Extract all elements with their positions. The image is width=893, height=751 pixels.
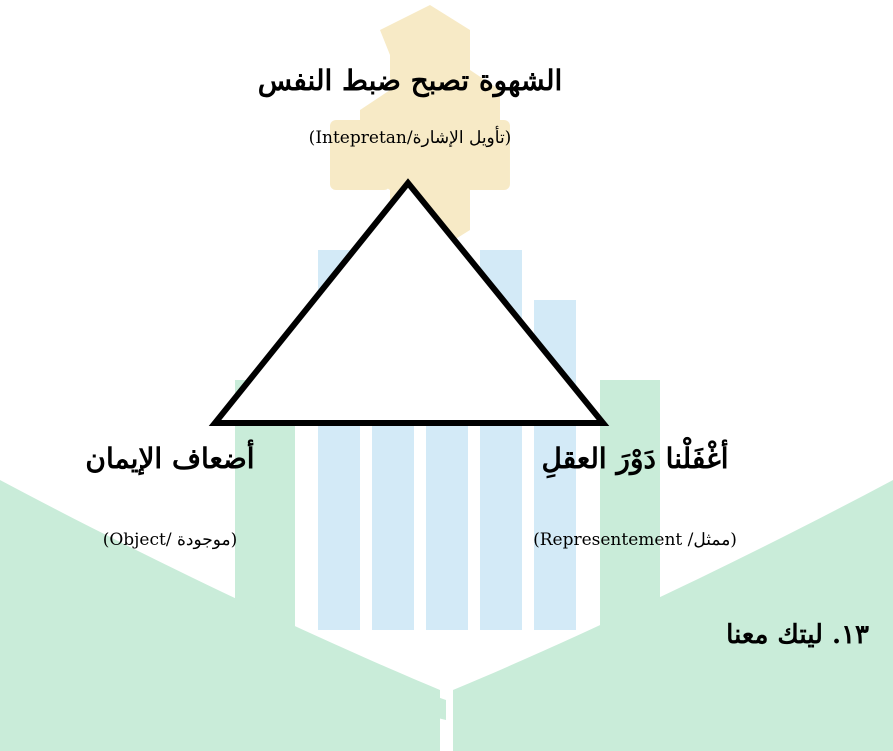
watermark-gold-ornament	[330, 5, 510, 255]
representamen-title: أغْفَلْنا دَوْرَ العقلِ	[541, 442, 729, 475]
interpretant-subtitle: (تأويل الإشارة/Intepretan)	[308, 128, 512, 148]
representamen-subtitle: (ممثل/ Representement)	[533, 530, 737, 550]
object-subtitle: (موجودة /Object)	[102, 530, 238, 550]
interpretant-title: الشهوة تصبح ضبط النفس	[257, 64, 563, 97]
triangle-shape	[208, 178, 610, 426]
section-heading: ١٣. ليتك معنا	[726, 620, 869, 650]
watermark-green-wings	[0, 380, 893, 751]
object-title: أضعاف الإيمان	[85, 442, 255, 475]
